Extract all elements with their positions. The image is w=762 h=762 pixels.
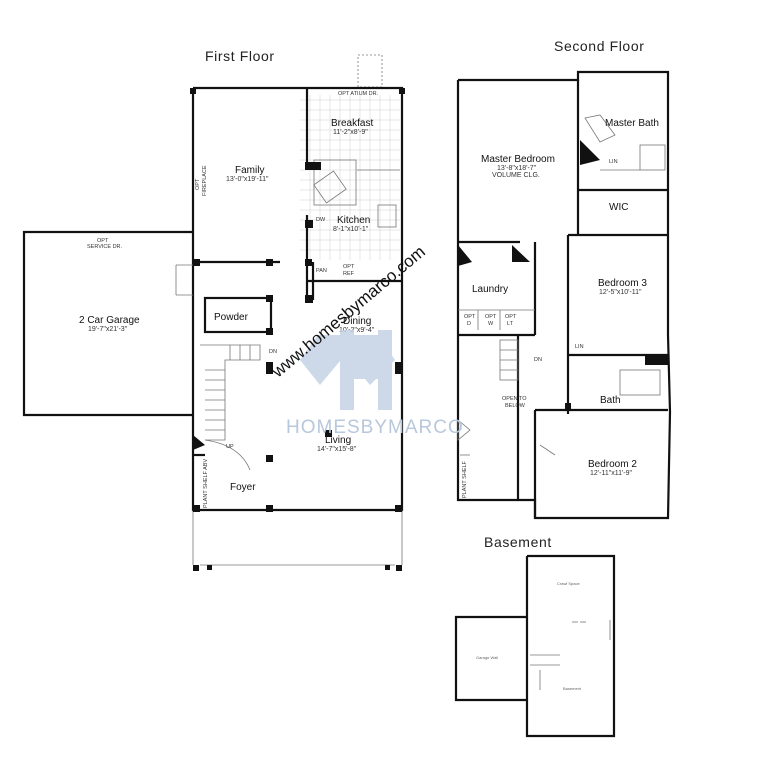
garage-plan	[22, 230, 193, 417]
living-dim: 14'-7"x15'-8"	[317, 446, 357, 453]
opt-lt-label-2: LT	[507, 321, 514, 327]
opt-fireplace-label-1: OPT	[195, 178, 201, 190]
second-floor-title: Second Floor	[554, 38, 644, 54]
kitchen-dim: 8'-1"x10'-1"	[333, 226, 369, 233]
kitchen-name: Kitchen	[337, 215, 370, 226]
opt-ref-label-1: OPT	[343, 264, 355, 270]
opt-w-label-1: OPT	[485, 314, 497, 320]
plant-shelf-label-second: PLANT SHELF	[462, 460, 468, 498]
living-name: Living	[325, 435, 351, 446]
open-below-label-2: BELOW	[505, 403, 526, 409]
opt-ref-label-2: REF	[343, 271, 355, 277]
master-bedroom-name: Master Bedroom	[481, 154, 555, 165]
basement-garage-wall-label: Garage Wall	[476, 655, 498, 660]
opt-d-label-1: OPT	[464, 314, 476, 320]
basement-title: Basement	[484, 534, 552, 550]
bath-name: Bath	[600, 395, 621, 406]
wic-name: WIC	[609, 202, 628, 213]
opt-service-label-2: SERVICE DR.	[87, 244, 123, 250]
watermark-logo	[300, 330, 395, 410]
opt-service-label-1: OPT	[97, 238, 109, 244]
family-name: Family	[235, 165, 264, 176]
garage-dim: 19'-7"x21'-3"	[88, 326, 128, 333]
bedroom3-name: Bedroom 3	[598, 278, 647, 289]
basement-plan	[454, 554, 616, 738]
master-bedroom-dim: 13'-8"x18'-7"	[497, 165, 537, 172]
bedroom3-dim: 12'-5"x10'-11"	[599, 289, 642, 296]
master-bedroom-note: VOLUME CLG.	[492, 172, 540, 179]
family-dim: 13'-0"x19'-11"	[226, 176, 269, 183]
lin-label-2: LIN	[575, 344, 584, 350]
opt-w-label-2: W	[488, 321, 494, 327]
plant-shelf-label-first: PLANT SHELF ABV	[203, 459, 209, 508]
opt-lt-label-1: OPT	[505, 314, 517, 320]
dn-label-second: DN	[534, 357, 542, 363]
opt-d-label-2: D	[467, 321, 471, 327]
second-floor-plan	[456, 70, 672, 520]
opt-atrium-label: OPT ATIUM DR.	[338, 91, 379, 97]
dn-label-first: DN	[269, 349, 277, 355]
foyer-name: Foyer	[230, 482, 256, 493]
watermark-brand: HOMESBYMARCO	[286, 417, 464, 438]
first-floor-title: First Floor	[205, 48, 275, 64]
bedroom2-name: Bedroom 2	[588, 459, 637, 470]
breakfast-name: Breakfast	[331, 118, 373, 129]
powder-name: Powder	[214, 312, 249, 323]
open-below-label-1: OPEN TO	[502, 396, 527, 402]
dining-name: Dining	[343, 316, 371, 327]
laundry-name: Laundry	[472, 284, 508, 295]
first-floor-plan	[190, 54, 405, 571]
basement-crawl-label: Crawl Space	[557, 581, 580, 586]
garage-name: 2 Car Garage	[79, 315, 140, 326]
dining-dim: 10'-2"x9'-4"	[339, 327, 375, 334]
basement-room-label: Basement	[563, 686, 582, 691]
lin-label-1: LIN	[609, 159, 618, 165]
breakfast-dim: 11'-2"x8'-9"	[333, 129, 368, 136]
master-bath-name: Master Bath	[605, 118, 659, 129]
bedroom2-dim: 12'-11"x11'-9"	[590, 470, 633, 477]
pan-label: PAN	[316, 268, 327, 274]
opt-fireplace-label-2: FIREPLACE	[202, 165, 208, 196]
up-label: UP	[226, 444, 234, 450]
dw-label: DW	[316, 217, 326, 223]
